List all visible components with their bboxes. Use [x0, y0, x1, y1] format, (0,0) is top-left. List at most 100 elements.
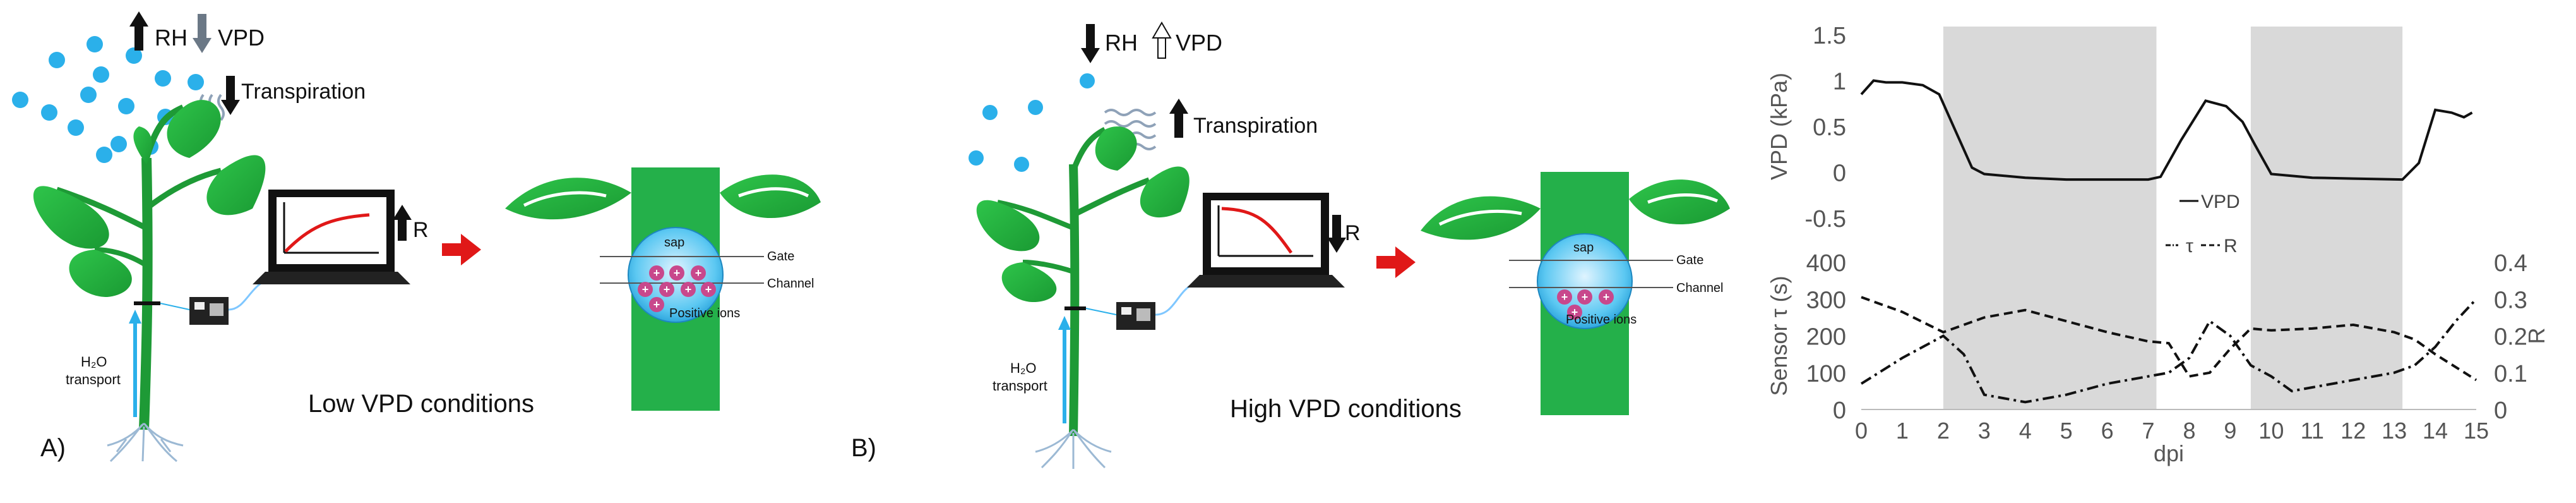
svg-text:+: + [705, 283, 712, 296]
rh-down-arrow-icon [1081, 24, 1100, 63]
shaded-night-band-1 [1943, 27, 2157, 409]
x-tick-label: 1 [1896, 418, 1909, 444]
rh-label: RH [155, 25, 188, 51]
svg-text:+: + [653, 298, 660, 311]
vpd-label-b: VPD [1176, 30, 1222, 56]
transpiration-up-arrow-icon [1169, 99, 1188, 138]
transistor-diagram-a: +++ +++ ++ [505, 167, 821, 411]
red-arrow-icon-a [442, 234, 481, 265]
red-arrow-icon-b [1376, 246, 1416, 278]
transpiration-label-b: Transpiration [1193, 114, 1318, 138]
shaded-night-band-2 [2250, 27, 2403, 409]
laptop-icon-a [253, 190, 410, 284]
vpd-legend-label: VPD [2201, 191, 2240, 212]
svg-text:+: + [1561, 291, 1568, 303]
sensor-device-icon-b [1064, 283, 1194, 330]
x-tick-label: 9 [2224, 418, 2236, 444]
x-tick-label: 0 [1855, 418, 1868, 444]
svg-text:+: + [1582, 291, 1589, 303]
h2o-transport-arrow-icon-a [129, 310, 141, 417]
r-y-axis-label: R [2524, 328, 2549, 344]
sap-label-a: sap [664, 236, 684, 250]
tau-y-tick-label: 100 [1806, 361, 1846, 387]
tau-series-line [1861, 296, 2478, 382]
h2o-label-a: H₂O [81, 354, 107, 370]
r-y-tick-label: 0.3 [2494, 287, 2527, 313]
sensor-device-icon-a [134, 277, 272, 325]
panel-b-letter: B) [851, 434, 876, 462]
svg-text:+: + [1571, 306, 1578, 318]
channel-label-a: Channel [767, 277, 814, 291]
channel-label-b: Channel [1676, 281, 1724, 295]
x-tick-label: 15 [2464, 418, 2489, 444]
svg-text:+: + [642, 283, 649, 296]
h2o-transport-label-b: transport [993, 378, 1047, 394]
r-series-line [1860, 298, 2478, 404]
svg-text:+: + [653, 267, 660, 279]
vpd-y-tick-label: 1 [1833, 69, 1846, 95]
condition-label-a: Low VPD conditions [308, 390, 534, 418]
vpd-y-tick-label: 1.5 [1813, 23, 1846, 49]
x-tick-label: 4 [2019, 418, 2032, 444]
vpd-up-arrow-icon [1152, 21, 1172, 59]
svg-text:+: + [695, 267, 702, 279]
r-label-b: R [1345, 221, 1361, 245]
roots-icon-a [107, 422, 184, 463]
positive-ions-label-a: Positive ions [669, 306, 740, 320]
r-label-a: R [413, 218, 429, 242]
vpd-down-arrow-icon [193, 14, 212, 53]
sap-label-b: sap [1573, 241, 1594, 255]
tau-y-axis-label: Sensor τ (s) [1766, 276, 1792, 396]
laptop-icon-b [1187, 193, 1345, 288]
x-tick-label: 2 [1937, 418, 1950, 444]
x-tick-label: 6 [2101, 418, 2114, 444]
r-y-tick-label: 0 [2494, 397, 2507, 424]
panel-b: RH VPD Transpiration [851, 21, 1730, 469]
x-axis-label: dpi [2154, 440, 2184, 466]
x-tick-label: 3 [1978, 418, 1991, 444]
vpd-y-tick-label: 0 [1833, 161, 1846, 187]
h2o-transport-arrow-icon-b [1058, 316, 1071, 423]
vpd-series-line [1860, 79, 2473, 181]
gate-label-a: Gate [767, 250, 794, 264]
r-y-tick-label: 0.2 [2494, 324, 2527, 351]
tau-legend-label: τ [2186, 236, 2193, 257]
h2o-label-b: H₂O [1010, 360, 1037, 376]
r-y-tick-label: 0.1 [2494, 361, 2527, 387]
x-tick-label: 10 [2258, 418, 2284, 444]
rh-up-arrow-icon [129, 11, 148, 51]
vpd-label: VPD [218, 25, 265, 51]
svg-text:+: + [1603, 291, 1610, 303]
water-droplets-b [969, 73, 1095, 172]
x-tick-label: 7 [2142, 418, 2155, 444]
transpiration-down-arrow-icon [221, 76, 240, 115]
x-tick-label: 8 [2183, 418, 2195, 444]
r-up-arrow-icon [393, 205, 412, 241]
roots-icon-b [1035, 428, 1112, 469]
x-tick-label: 12 [2340, 418, 2366, 444]
r-legend-label: R [2224, 236, 2238, 257]
r-down-arrow-icon [1327, 215, 1346, 253]
vpd-y-tick-label: 0.5 [1813, 114, 1846, 141]
transistor-diagram-b: ++++ [1421, 172, 1730, 415]
tau-y-tick-label: 0 [1833, 397, 1846, 424]
tau-y-tick-label: 300 [1806, 287, 1846, 313]
x-tick-label: 11 [2301, 418, 2324, 444]
transpiration-label: Transpiration [241, 80, 366, 104]
svg-text:+: + [664, 283, 671, 296]
x-tick-label: 14 [2423, 418, 2448, 444]
gate-label-b: Gate [1676, 253, 1703, 267]
plant-icon-a [33, 100, 266, 430]
condition-label-b: High VPD conditions [1230, 395, 1462, 423]
panel-a: RH VPD Transpiration [12, 11, 821, 463]
svg-text:+: + [674, 267, 681, 279]
tau-y-tick-label: 400 [1806, 250, 1846, 277]
positive-ions-label-b: Positive ions [1566, 313, 1637, 327]
x-tick-label: 13 [2382, 418, 2407, 444]
vpd-y-tick-label: -0.5 [1805, 206, 1846, 233]
rh-label-b: RH [1105, 30, 1138, 56]
plant-icon-b [976, 126, 1190, 437]
h2o-transport-label-a: transport [66, 372, 121, 387]
